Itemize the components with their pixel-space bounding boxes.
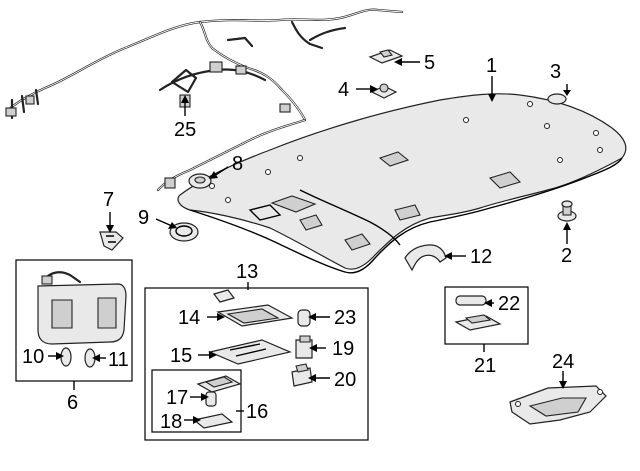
- part-15-lens: [208, 339, 292, 365]
- callout-5: 5: [424, 52, 435, 74]
- group-6-sunshade: [15, 259, 133, 382]
- callout-22: 22: [498, 293, 520, 315]
- callout-14: 14: [178, 307, 200, 329]
- part-8-grommet: [188, 173, 212, 189]
- part-19-socket: [295, 335, 313, 359]
- callout-19: 19: [332, 338, 354, 360]
- part-3-plug: [547, 93, 567, 105]
- callout-15: 15: [170, 345, 192, 367]
- group-13-lamp-kit: [144, 287, 369, 441]
- wiring-harness: [5, 8, 404, 192]
- leader-lines: [48, 58, 571, 424]
- part-23-bulb: [297, 309, 311, 327]
- part-4-clip: [370, 83, 398, 99]
- group-21-map-lamp: [444, 286, 529, 345]
- callout-7: 7: [103, 189, 114, 211]
- callout-24: 24: [552, 351, 574, 373]
- part-7-clip: [99, 231, 124, 251]
- part-2-retainer: [557, 200, 577, 222]
- callout-9: 9: [138, 207, 149, 229]
- callout-13: 13: [236, 261, 258, 283]
- callout-3: 3: [550, 61, 561, 83]
- part-12-grab-handle: [404, 244, 447, 272]
- callout-18: 18: [160, 411, 182, 433]
- callout-16: 16: [246, 401, 268, 423]
- callout-20: 20: [334, 369, 356, 391]
- callout-1: 1: [486, 55, 497, 77]
- callout-12: 12: [470, 246, 492, 268]
- callout-11: 11: [108, 349, 129, 371]
- part-5-clip: [368, 49, 404, 64]
- part-18-lens: [192, 413, 234, 429]
- callout-10: 10: [22, 346, 44, 368]
- callout-21: 21: [474, 355, 496, 377]
- part-17-bulb: [205, 391, 217, 407]
- part-20-socket: [291, 363, 313, 387]
- part-14-console: [212, 289, 294, 327]
- part-9-cap: [169, 222, 199, 242]
- callout-8: 8: [232, 153, 243, 175]
- callout-2: 2: [561, 245, 572, 267]
- headliner: [177, 93, 627, 274]
- part-16-lamp: [196, 375, 242, 393]
- callout-23: 23: [334, 307, 356, 329]
- callout-17: 17: [166, 387, 188, 409]
- callout-labels: 1 2 3 4 5 6 7 8 9 10 11 12 13 14 15 16 1…: [22, 52, 574, 433]
- callout-6: 6: [67, 392, 78, 414]
- part-21-lamp: [454, 314, 502, 331]
- part-24-bracket: [509, 385, 607, 425]
- callout-25: 25: [174, 119, 196, 141]
- callout-4: 4: [338, 79, 349, 101]
- part-22-bulb: [455, 295, 487, 306]
